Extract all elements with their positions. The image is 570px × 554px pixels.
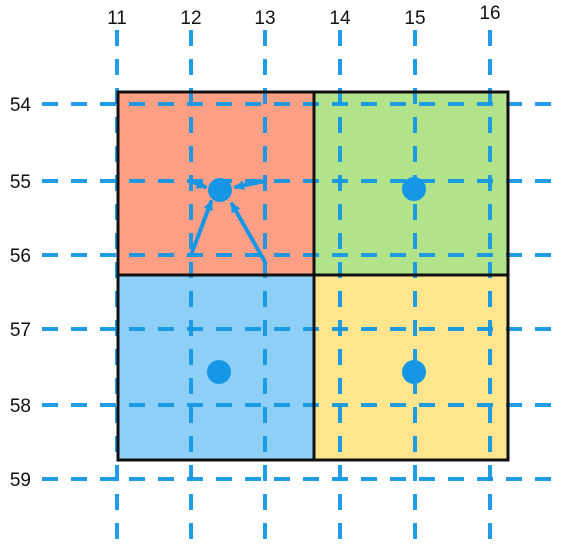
dot-top-left — [208, 178, 232, 202]
column-label-12: 12 — [180, 8, 201, 29]
arrow-from-right — [234, 179, 267, 191]
dot-top-right — [402, 177, 426, 201]
column-label-13: 13 — [254, 8, 275, 29]
arrows-layer — [189, 179, 267, 264]
dot-bottom-left — [207, 360, 231, 384]
column-label-16: 16 — [479, 3, 500, 24]
column-label-15: 15 — [404, 8, 425, 29]
row-label-54: 54 — [10, 95, 32, 116]
arrow-from-left — [189, 179, 207, 189]
dot-bottom-right — [402, 360, 426, 384]
row-label-58: 58 — [10, 396, 31, 417]
labels-layer: 11 12 13 14 15 16 54 55 56 57 58 59 — [10, 3, 501, 491]
column-label-11: 11 — [107, 8, 127, 29]
row-label-56: 56 — [10, 246, 31, 267]
border-layer — [116, 90, 510, 462]
row-label-57: 57 — [10, 320, 31, 341]
dots-layer — [207, 177, 426, 384]
column-label-14: 14 — [329, 8, 351, 29]
row-label-55: 55 — [10, 172, 31, 193]
arrow-from-bottom-left — [189, 200, 213, 257]
row-label-59: 59 — [10, 470, 31, 491]
arrow-from-bottom-right — [230, 202, 267, 264]
